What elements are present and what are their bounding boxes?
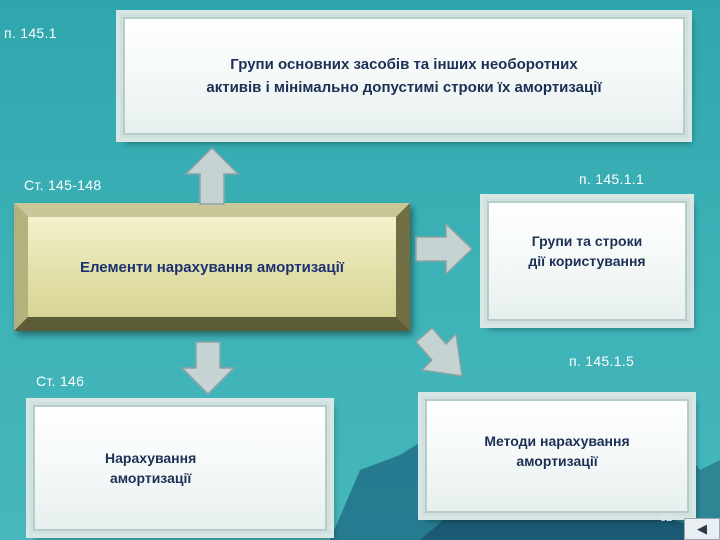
ref-left-upper: Ст. 145-148 [24, 177, 101, 193]
asset-groups-line2: активів і мінімально допустимі строки їх… [206, 76, 601, 99]
depreciation-accrual-box: Нарахування амортизації [30, 402, 330, 534]
accrual-methods-line1: Методи нарахування [484, 431, 629, 451]
depreciation-accrual-line2: амортизації [105, 468, 196, 488]
back-button[interactable]: ◀ [684, 518, 720, 540]
depreciation-elements-line1: Елементи [80, 259, 153, 276]
usage-terms-line1: Групи та строки [528, 231, 645, 251]
usage-terms-box: Групи та строки дії користування [484, 198, 690, 324]
accrual-methods-box: Методи нарахування амортизації [422, 396, 692, 516]
arrow-up-icon [184, 146, 240, 206]
asset-groups-box: Групи основних засобів та інших необорот… [120, 14, 688, 138]
accrual-methods-line2: амортизації [484, 451, 629, 471]
depreciation-elements-box: Елементи нарахування амортизації [14, 203, 410, 331]
arrow-down-icon [180, 340, 236, 396]
ref-top: п. 145.1 [4, 25, 57, 41]
ref-right-upper: п. 145.1.1 [579, 171, 644, 187]
arrow-right-icon [414, 222, 474, 276]
page-number: 32 [660, 512, 672, 524]
ref-right-lower: п. 145.1.5 [569, 353, 634, 369]
back-arrow-icon: ◀ [697, 521, 707, 537]
arrow-diagonal-icon [410, 324, 470, 384]
depreciation-elements-line2: нарахування амортизації [157, 259, 344, 276]
asset-groups-line1: Групи основних засобів та інших необорот… [206, 53, 601, 76]
depreciation-accrual-line1: Нарахування [105, 448, 196, 468]
ref-left-lower: Ст. 146 [36, 373, 84, 389]
usage-terms-line2: дії користування [528, 251, 645, 271]
